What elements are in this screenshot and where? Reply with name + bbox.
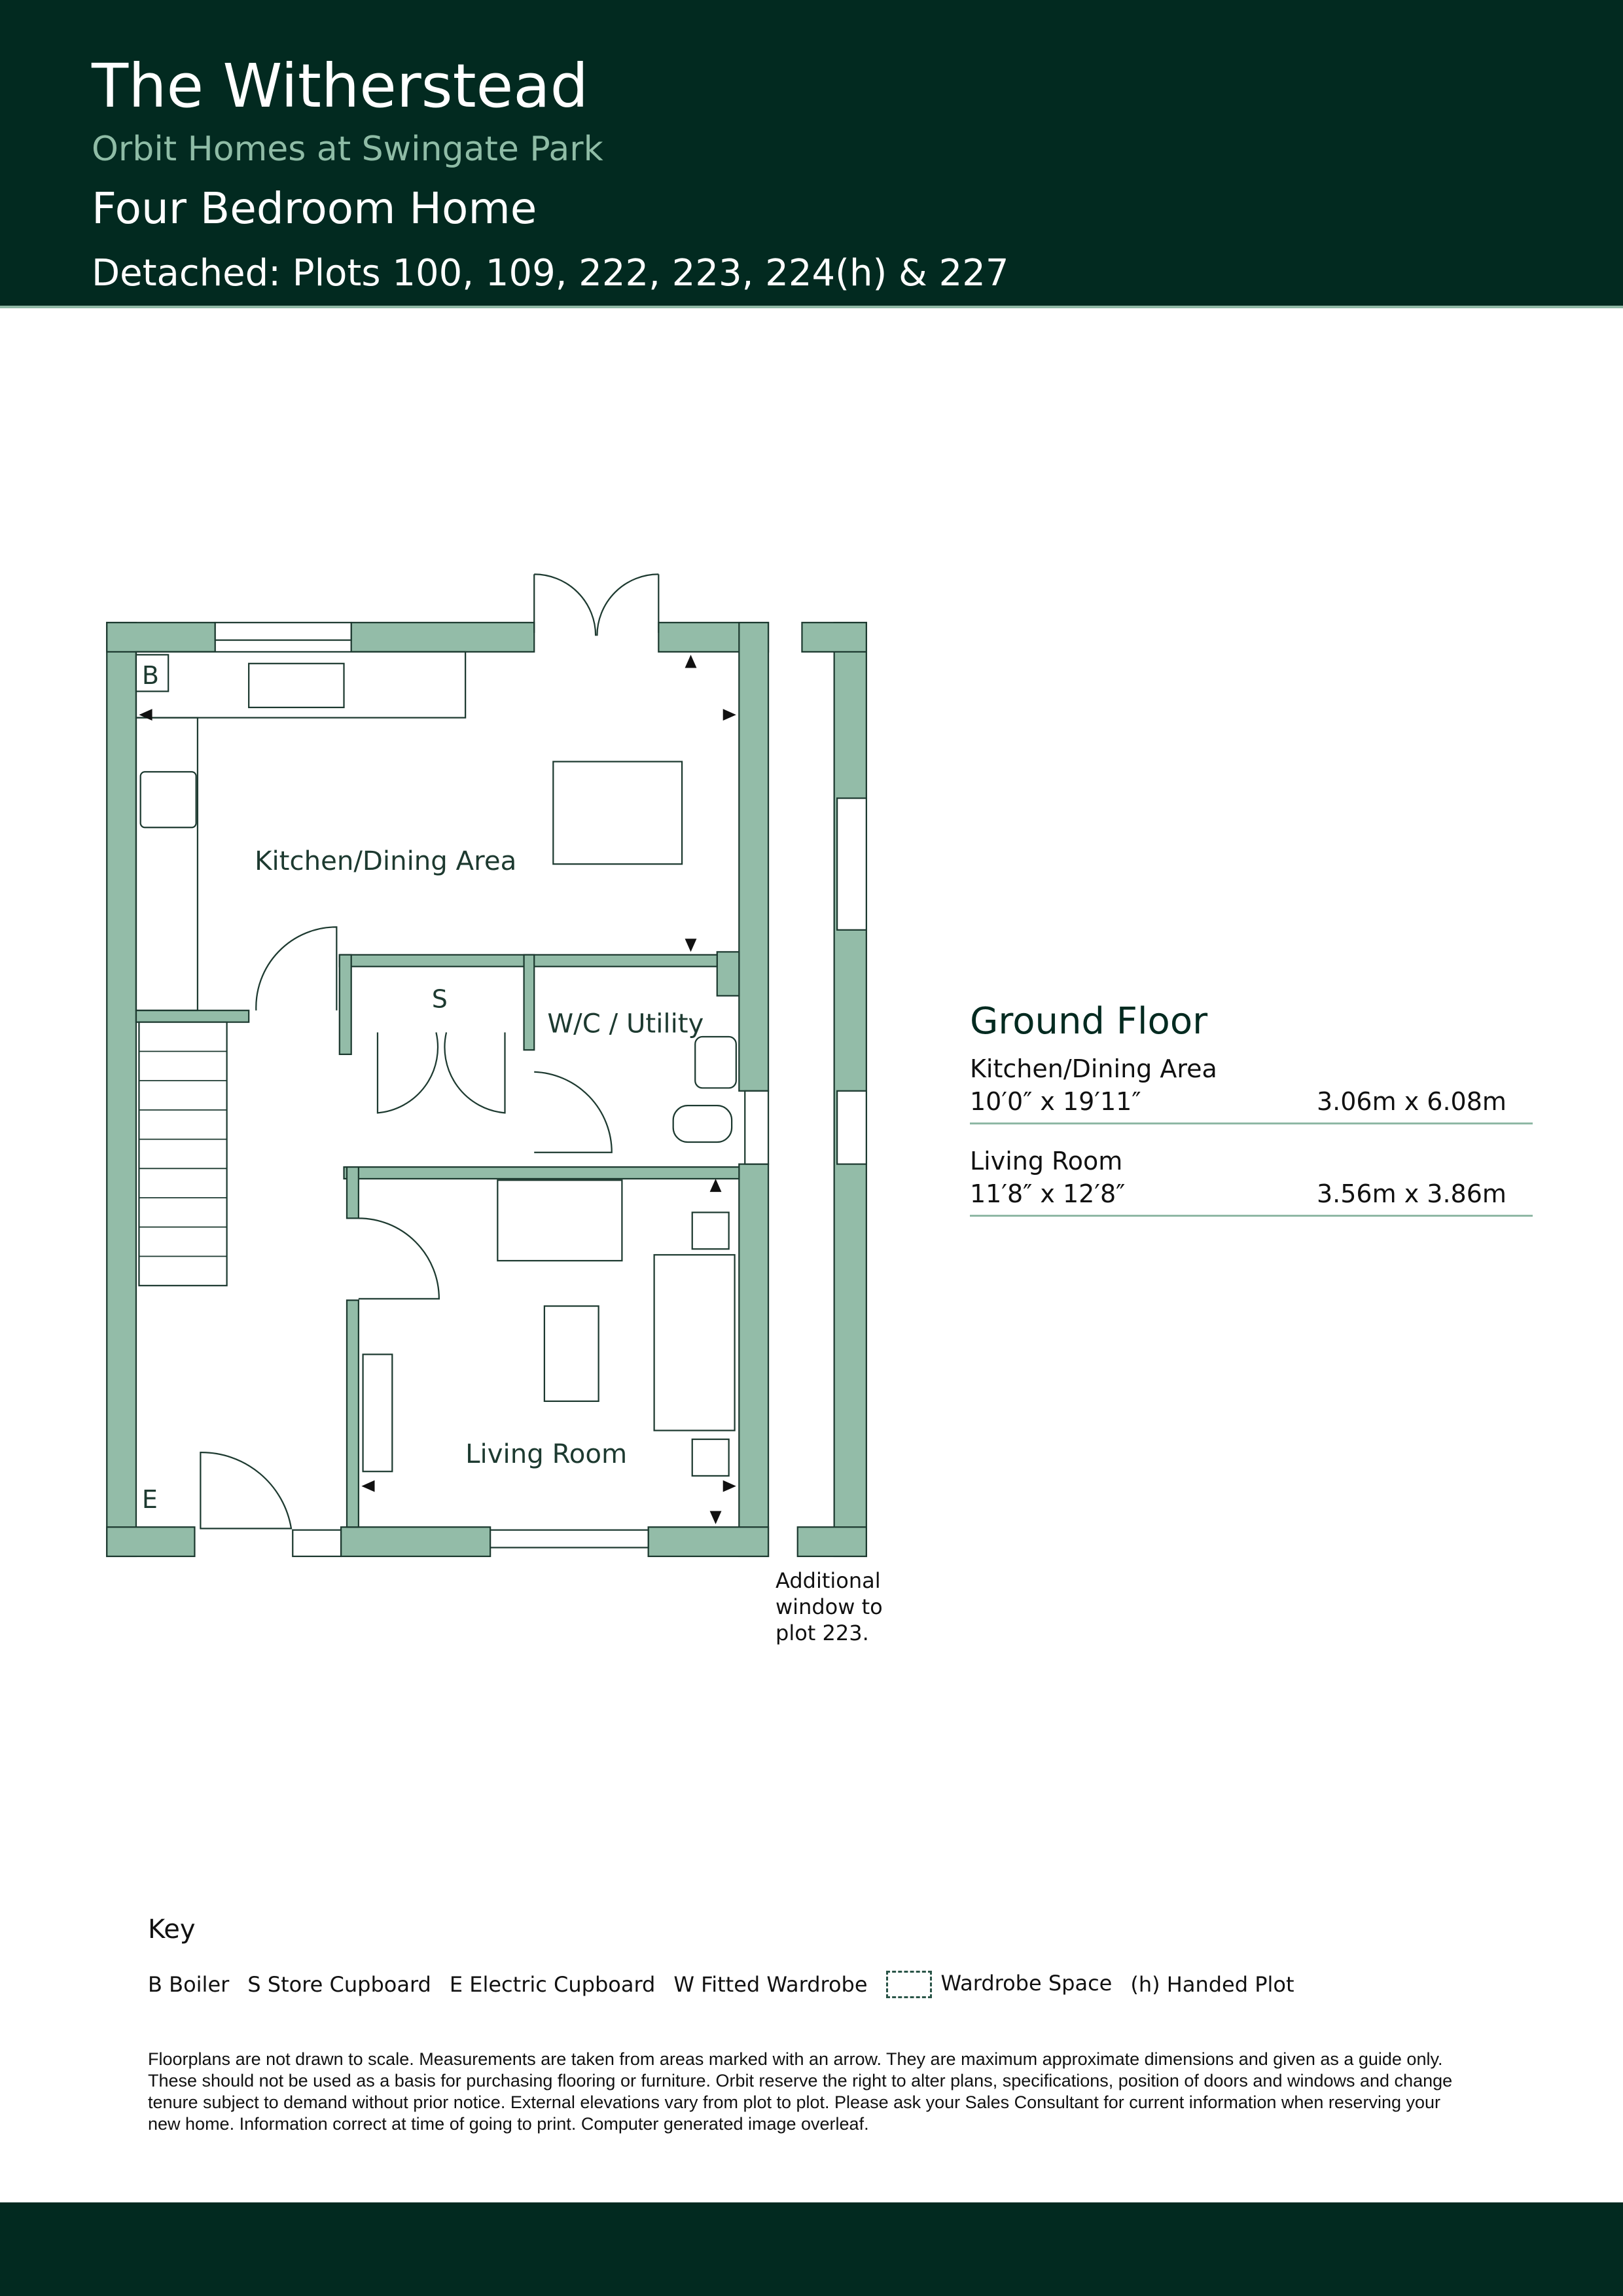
metric-size: 3.56m x 3.86m [1317,1179,1507,1208]
room-label-store: S [432,984,448,1013]
electric-cupboard-label: E [142,1485,158,1514]
tv-unit [362,1354,393,1473]
door-swing [358,1217,440,1300]
toilet [672,1105,733,1143]
sofa [497,1179,623,1262]
wall [647,1526,770,1558]
imperial-size: 11′8″ x 12′8″ [970,1179,1126,1208]
window [490,1529,649,1549]
wall [738,1163,770,1558]
development-name: Orbit Homes at Swingate Park [92,130,603,169]
dining-table [552,761,683,865]
staircase [138,1021,228,1287]
key-item: Wardrobe Space [885,1971,1112,1998]
wall [106,1526,196,1558]
door-swing [376,1032,506,1114]
room-label-living: Living Room [465,1439,627,1469]
floor-title: Ground Floor [970,1000,1208,1043]
sofa [653,1254,736,1431]
page-title: The Witherstead [92,51,589,121]
window [744,1090,770,1165]
wall [343,1166,740,1180]
wall [350,622,535,653]
door-swing [200,1452,293,1530]
room-label-wc: W/C / Utility [547,1009,704,1039]
key-item: W Fitted Wardrobe [673,1972,868,1997]
room-dimensions: Ground Floor Kitchen/Dining Area 10′0″ x… [970,1000,1533,1239]
room-label-kitchen: Kitchen/Dining Area [255,846,516,876]
wall [346,1166,359,1219]
home-type: Four Bedroom Home [92,183,537,234]
key-item: B Boiler [148,1972,230,1997]
window [214,622,352,641]
plot-list: Detached: Plots 100, 109, 222, 223, 224(… [92,252,1009,295]
window [836,1090,867,1165]
boiler-label: B [142,661,159,690]
sink [248,662,345,709]
room-dimension-row: Living Room 11′8″ x 12′8″ 3.56m x 3.86m [970,1147,1533,1217]
door-swing [534,1071,613,1153]
footer-band [0,2202,1623,2296]
basin [694,1035,737,1089]
header-banner: The Witherstead Orbit Homes at Swingate … [0,0,1623,308]
key-item: S Store Cupboard [247,1972,431,1997]
wall [523,954,535,1051]
hob [139,771,197,829]
wall [716,951,740,997]
room-name: Kitchen/Dining Area [970,1054,1217,1083]
window [836,797,867,931]
wall [738,622,770,1092]
wall [796,1526,867,1558]
wall [801,622,867,653]
key-legend: Key B Boiler S Store Cupboard E Electric… [148,1914,1294,1998]
wall [833,622,867,1558]
room-dimension-row: Kitchen/Dining Area 10′0″ x 19′11″ 3.06m … [970,1054,1533,1124]
door-swing [533,573,660,636]
key-title: Key [148,1914,196,1945]
coffee-table [543,1305,599,1402]
key-item: (h) Handed Plot [1130,1972,1294,1997]
imperial-size: 10′0″ x 19′11″ [970,1087,1141,1116]
dashed-box-icon [885,1971,932,1998]
additional-window-note: Additional window to plot 223. [776,1568,883,1645]
wall [340,1526,491,1558]
wall [106,622,216,653]
counter [135,717,199,1011]
side-table [691,1438,730,1477]
metric-size: 3.06m x 6.08m [1317,1087,1507,1116]
room-name: Living Room [970,1147,1123,1175]
side-table [691,1211,730,1250]
wall [338,954,352,1055]
window [292,1529,342,1558]
wall [106,622,137,1558]
wall [346,1299,359,1528]
door-swing [255,926,338,1011]
key-item: E Electric Cupboard [449,1972,656,1997]
wall [135,1009,250,1023]
disclaimer: Floorplans are not drawn to scale. Measu… [148,2049,1453,2134]
